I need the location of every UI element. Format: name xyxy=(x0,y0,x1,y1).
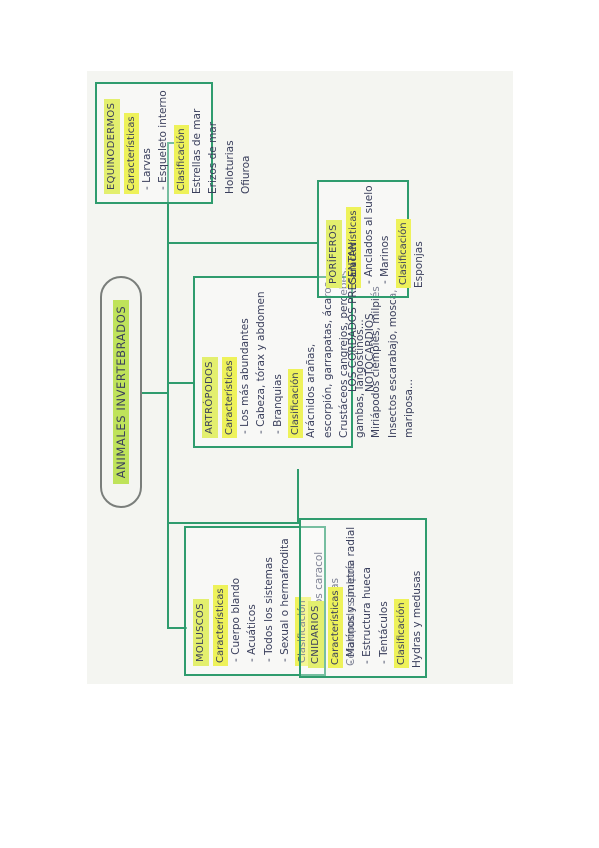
poriferos-class-item: Esponjas xyxy=(413,241,426,288)
title-cloud: ANIMALES INVERTEBRADOS xyxy=(100,276,142,508)
equinodermos-characteristic: - Esqueleto interno xyxy=(157,90,170,190)
cnidarios-title: CNIDARIOS xyxy=(308,601,324,668)
artropodos-characteristics-label: Características xyxy=(221,357,237,438)
moluscos-characteristic: - Sexual o hermafrodita xyxy=(278,538,291,662)
moluscos-title: MOLUSCOS xyxy=(193,599,209,666)
poriferos-title: PORÍFEROS xyxy=(326,220,342,288)
cnidarios-characteristic: - Tentáculos xyxy=(377,601,390,664)
artropodos-class-item: Insectos escarabajo, mosca, xyxy=(386,289,399,438)
artropodos-class-item: Arácnidos arañas, xyxy=(305,343,318,438)
cnidarios-characteristic: - Estructura hueca xyxy=(361,567,374,664)
equinodermos-classification-label: Clasificación xyxy=(173,125,190,194)
moluscos-characteristics-label: Características xyxy=(212,585,228,666)
equinodermos-class-item: Ofiuroa xyxy=(239,155,252,194)
artropodos-characteristic: - Branquias xyxy=(271,374,284,434)
branch-cnidarios-horizontal xyxy=(297,469,299,524)
cnidarios-class-item: Hydras y medusas xyxy=(411,570,424,668)
cnidarios-box: CNIDARIOS Características - Marinos y si… xyxy=(299,518,427,678)
equinodermos-class-item: Erizos de mar xyxy=(207,121,220,194)
concept-map-sheet: ANIMALES INVERTEBRADOS MOLUSCOS Caracter… xyxy=(87,71,513,684)
poriferos-classification-label: Clasificación xyxy=(395,219,412,288)
moluscos-characteristic: - Todos los sistemas xyxy=(262,557,275,662)
map-title: ANIMALES INVERTEBRADOS xyxy=(113,299,129,485)
equinodermos-class-item: Estrellas de mar xyxy=(191,108,204,194)
equinodermos-title: EQUINODERMOS xyxy=(104,98,120,194)
cnidarios-classification-label: Clasificación xyxy=(393,599,410,668)
photo: ANIMALES INVERTEBRADOS MOLUSCOS Caracter… xyxy=(87,71,513,684)
trunk-line xyxy=(142,392,167,394)
artropodos-class-item: escorpión, garrapatas, ácaros xyxy=(321,281,334,438)
note-line: NOTOCARDIOS xyxy=(363,313,376,392)
artropodos-class-item: mariposa... xyxy=(402,379,415,438)
equinodermos-class-item: Holoturias xyxy=(223,140,236,194)
equinodermos-characteristic: - Larvas xyxy=(141,148,153,190)
artropodos-box: ARTRÓPODOS Características - Los más abu… xyxy=(193,267,415,448)
equinodermos-box: EQUINODERMOS Características - Larvas - … xyxy=(95,82,252,204)
artropodos-characteristic: - Los más abundantes xyxy=(239,318,251,434)
artropodos-title: ARTRÓPODOS xyxy=(202,357,218,438)
equinodermos-characteristics-label: Características xyxy=(123,113,139,194)
branch-cnidarios-vertical xyxy=(167,522,297,524)
cnidarios-characteristic: - Marinos y simetría radial xyxy=(345,526,357,664)
branch-poriferos xyxy=(167,242,317,244)
moluscos-characteristic: - Cuerpo blando xyxy=(230,577,242,662)
cnidarios-characteristics-label: Características xyxy=(327,587,343,668)
artropodos-classification-label: Clasificación xyxy=(287,369,304,438)
artropodos-characteristic: - Cabeza, tórax y abdomen xyxy=(255,291,268,434)
note-line: LOS CORDADOS PRESENTAN xyxy=(347,241,359,392)
main-connector-line xyxy=(167,144,169,629)
branch-artropodos xyxy=(167,382,195,384)
cordados-note: LOS CORDADOS PRESENTAN NOTOCARDIOS xyxy=(345,222,379,392)
moluscos-characteristic: - Acuáticos xyxy=(246,604,259,662)
poriferos-characteristic: - Marinos xyxy=(379,235,392,284)
